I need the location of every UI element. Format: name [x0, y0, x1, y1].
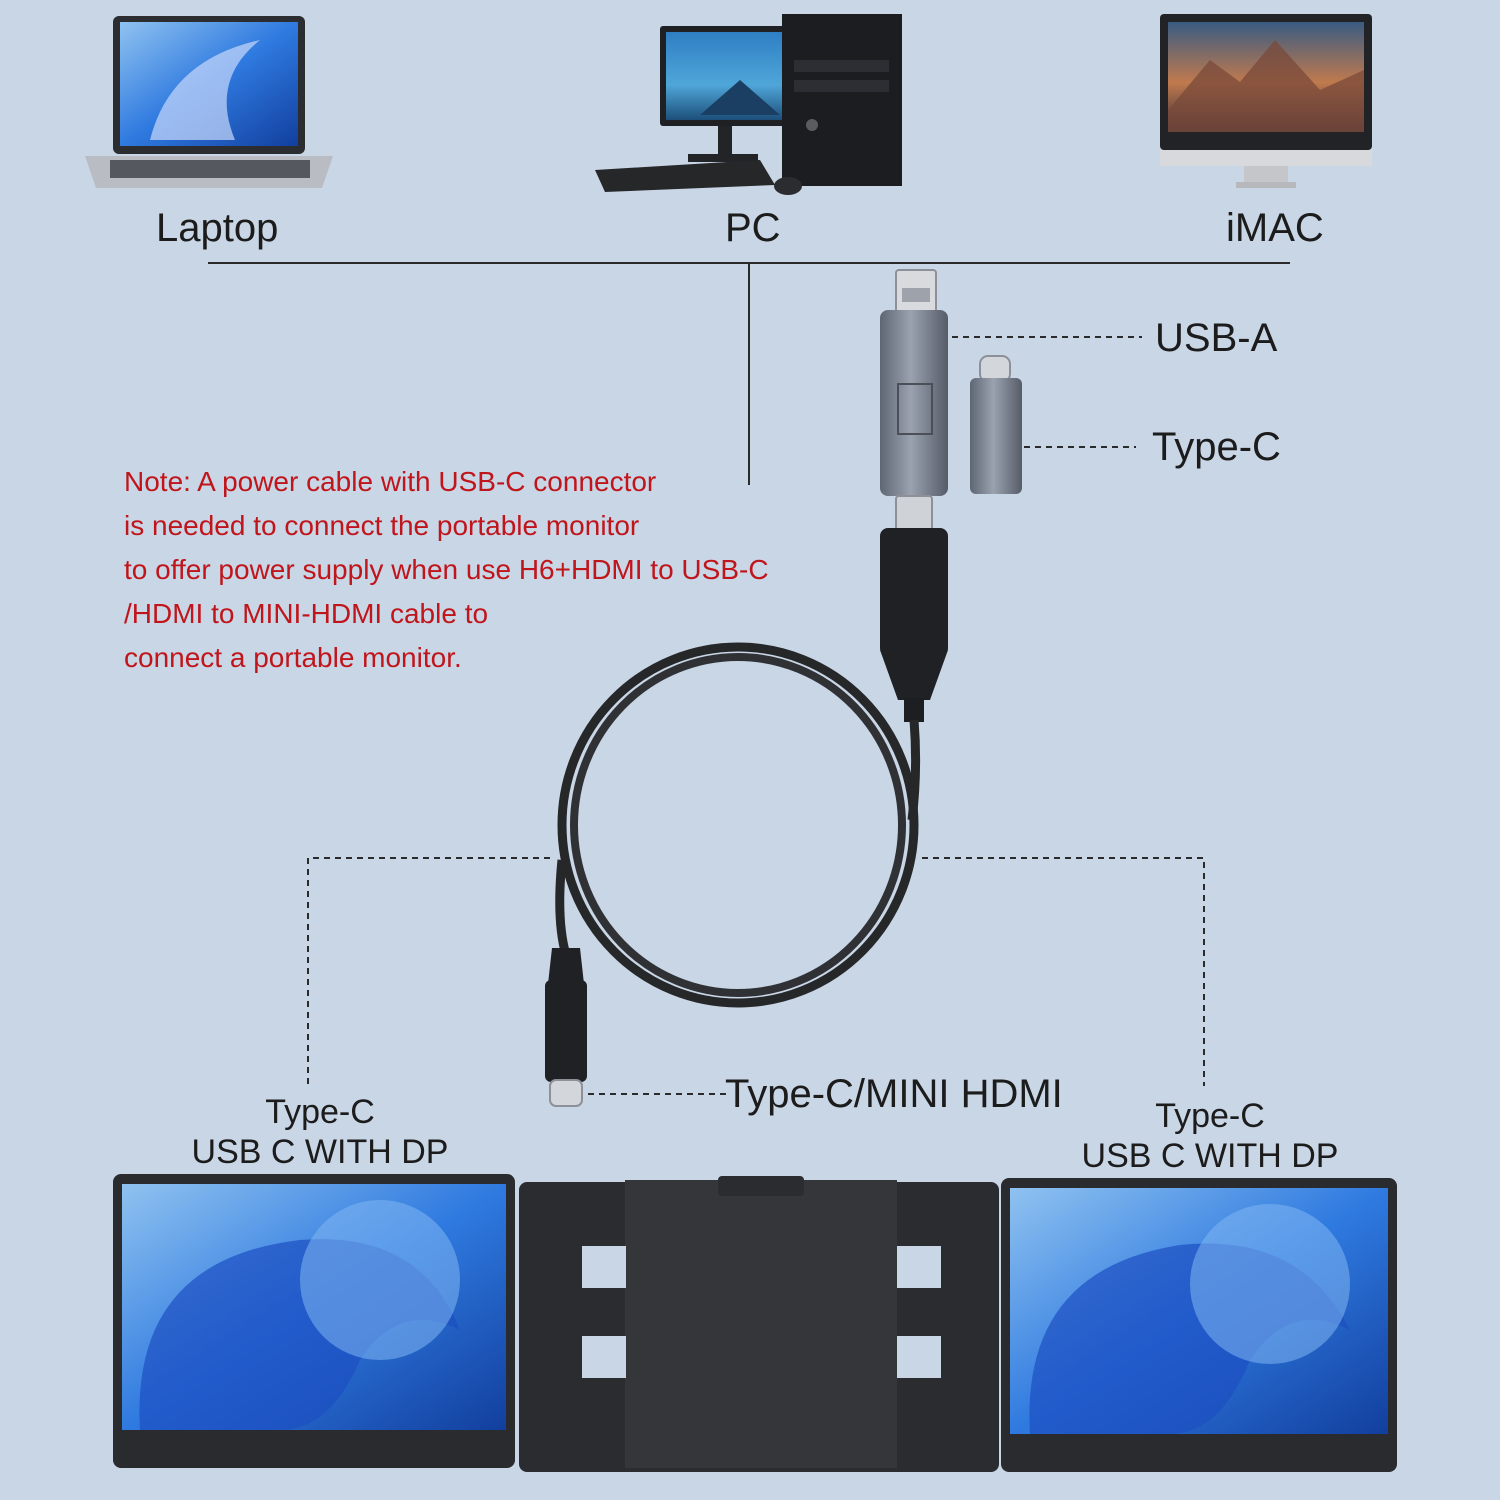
note-line: /HDMI to MINI-HDMI cable to	[124, 598, 489, 629]
dashed-leader-lines	[307, 336, 1205, 1095]
note-line: to offer power supply when use H6+HDMI t…	[124, 554, 769, 585]
right-monitor-port: Type-C	[1155, 1097, 1265, 1135]
left-monitor-port: Type-C	[265, 1093, 375, 1131]
source-connection-lines	[208, 262, 1290, 485]
hdmi-to-usb-c-cable	[545, 528, 948, 1107]
note-line: is needed to connect the portable monito…	[124, 510, 640, 541]
imac-image	[1160, 14, 1372, 188]
right-monitor-label: Type-C USB C WITH DP	[1040, 1096, 1380, 1176]
type-c-mini-hdmi-label: Type-C/MINI HDMI	[725, 1072, 1063, 1116]
type-c-adapter	[970, 355, 1022, 494]
laptop-image	[85, 16, 333, 188]
usb-a-label: USB-A	[1155, 316, 1278, 360]
pc-image	[595, 14, 902, 195]
right-monitor-protocol: USB C WITH DP	[1081, 1137, 1339, 1175]
note-line: connect a portable monitor.	[124, 642, 462, 673]
type-c-label: Type-C	[1152, 425, 1281, 469]
left-monitor-label: Type-C USB C WITH DP	[150, 1092, 490, 1172]
usb-a-adapter	[880, 269, 948, 533]
pc-label: PC	[725, 206, 781, 250]
right-portable-monitor	[1001, 1178, 1397, 1472]
imac-label: iMAC	[1226, 206, 1324, 250]
center-mount-bracket	[519, 1176, 999, 1472]
laptop-label: Laptop	[156, 206, 279, 250]
left-monitor-protocol: USB C WITH DP	[191, 1133, 449, 1171]
power-supply-note: Note: A power cable with USB-C connector…	[124, 460, 864, 680]
left-portable-monitor	[113, 1174, 515, 1468]
note-line: Note: A power cable with USB-C connector	[124, 466, 657, 497]
